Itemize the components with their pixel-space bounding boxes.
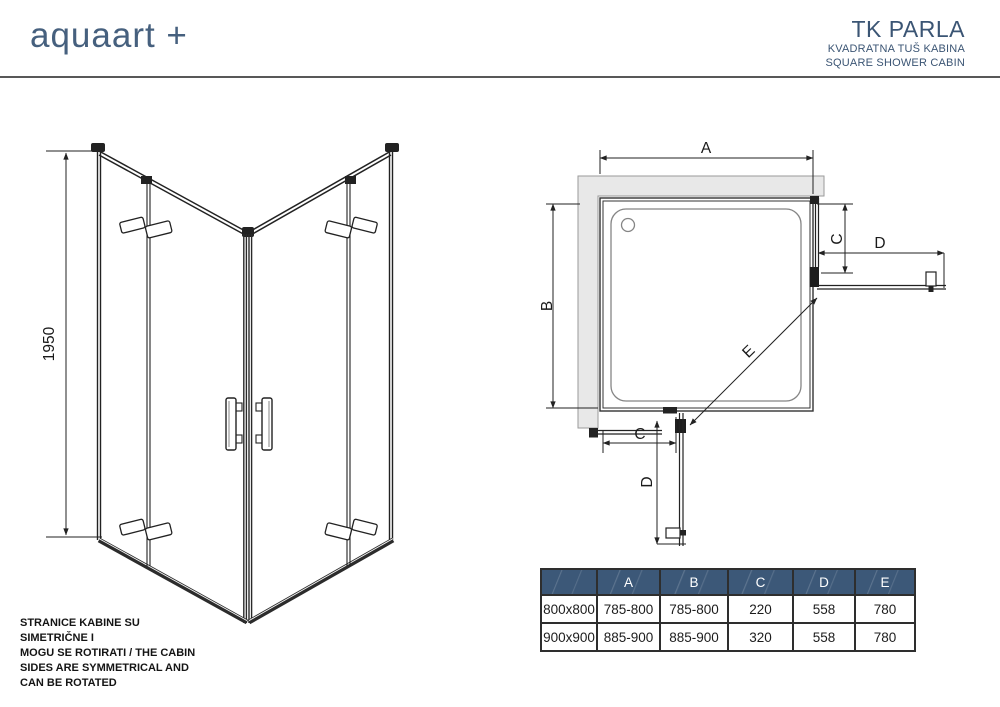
title-block: TK PARLA KVADRATNA TUŠ KABINA SQUARE SHO…	[826, 16, 966, 70]
note-line: STRANICE KABINE SU SIMETRIČNE I	[20, 617, 140, 644]
left-door-handle	[225, 397, 243, 451]
bottom-frame-bars	[97, 537, 395, 625]
right-door-open	[817, 284, 946, 290]
cell-d: 558	[792, 594, 856, 624]
note-line: SIDES ARE SYMMETRICAL AND	[20, 662, 189, 674]
cell-e: 780	[854, 594, 916, 624]
dim-a	[599, 150, 814, 194]
table-row: 800x800 785-800 785-800 220 558 780	[540, 594, 916, 624]
walls	[577, 175, 825, 429]
cell-c: 220	[727, 594, 794, 624]
right-door-handle-nub	[928, 286, 934, 292]
hinge-top-left	[118, 216, 173, 239]
cell-d: 558	[792, 622, 856, 652]
brand-logo: aquaart +	[30, 16, 188, 55]
dim-d-right-label: D	[874, 235, 885, 252]
right-door-handle	[255, 397, 273, 451]
table-row: 900x900 885-900 885-900 320 558 780	[540, 622, 916, 652]
height-dimension-label: 1950	[41, 326, 58, 361]
bottom-door-handle-plan	[665, 527, 681, 539]
cell-b: 885-900	[659, 622, 729, 652]
right-top-bracket	[345, 176, 356, 184]
col-header-a: A	[596, 568, 661, 596]
dim-c-bottom-label: C	[634, 426, 645, 443]
dim-c-bottom	[602, 417, 677, 453]
right-door-pivot	[809, 267, 819, 287]
hinge-bottom-right	[324, 518, 379, 541]
bottom-door-pivot	[675, 419, 686, 433]
top-view-drawing: A B C D E	[540, 140, 946, 546]
dim-e	[689, 297, 818, 426]
cell-e: 780	[854, 622, 916, 652]
note-line: CAN BE ROTATED	[20, 677, 117, 689]
cell-a: 785-800	[596, 594, 661, 624]
col-header-c: C	[727, 568, 794, 596]
dim-b	[546, 203, 598, 409]
bottom-door-handle-nub	[680, 530, 686, 536]
col-header-d: D	[792, 568, 856, 596]
spec-table-header-row: A B C D E	[540, 568, 916, 596]
col-header-e: E	[854, 568, 916, 596]
header-divider	[0, 76, 1000, 78]
left-top-bracket	[141, 176, 152, 184]
bottom-wall-cap	[589, 428, 598, 438]
drain	[620, 217, 636, 233]
dim-a-label: A	[701, 140, 712, 157]
bottom-fixed-panel	[598, 429, 662, 435]
product-name-hr: KVADRATNA TUŠ KABINA	[827, 43, 965, 55]
corner-post	[243, 234, 253, 623]
note-line: MOGU SE ROTIRATI / THE CABIN	[20, 647, 196, 659]
right-top-connector	[810, 196, 819, 204]
cell-size: 800x800	[540, 594, 598, 624]
left-profile-cap	[91, 143, 105, 152]
hinge-bottom-left	[118, 518, 173, 541]
right-fixed-panel	[814, 198, 820, 267]
cell-size: 900x900	[540, 622, 598, 652]
dim-c-right	[817, 203, 853, 274]
symmetry-note: STRANICE KABINE SU SIMETRIČNE I MOGU SE …	[20, 616, 210, 691]
cell-b: 785-800	[659, 594, 729, 624]
bottom-door-open	[678, 413, 684, 546]
height-dimension	[46, 150, 102, 538]
cabin-outer-edges	[96, 148, 394, 540]
door-hinge-stiles	[146, 178, 351, 566]
right-profile-cap	[385, 143, 399, 152]
hinge-top-right	[324, 216, 379, 239]
product-code: TK PARLA	[851, 16, 965, 42]
dim-b-label: B	[540, 301, 556, 311]
dim-d-bottom	[654, 420, 686, 545]
cell-c: 320	[727, 622, 794, 652]
bottom-connector	[663, 407, 677, 414]
col-header-size	[540, 568, 598, 596]
dim-d-bottom-label: D	[639, 476, 656, 487]
spec-table: A B C D E 800x800 785-800 785-800 220 55…	[540, 568, 916, 652]
col-header-b: B	[659, 568, 729, 596]
right-door-handle-plan	[925, 271, 937, 287]
product-name-en: SQUARE SHOWER CABIN	[825, 57, 965, 69]
cell-a: 885-900	[596, 622, 661, 652]
dim-d-right	[817, 250, 945, 288]
top-frame-bars	[98, 150, 392, 237]
front-view-drawing: 1950	[41, 143, 399, 625]
dim-c-right-label: C	[829, 233, 846, 244]
